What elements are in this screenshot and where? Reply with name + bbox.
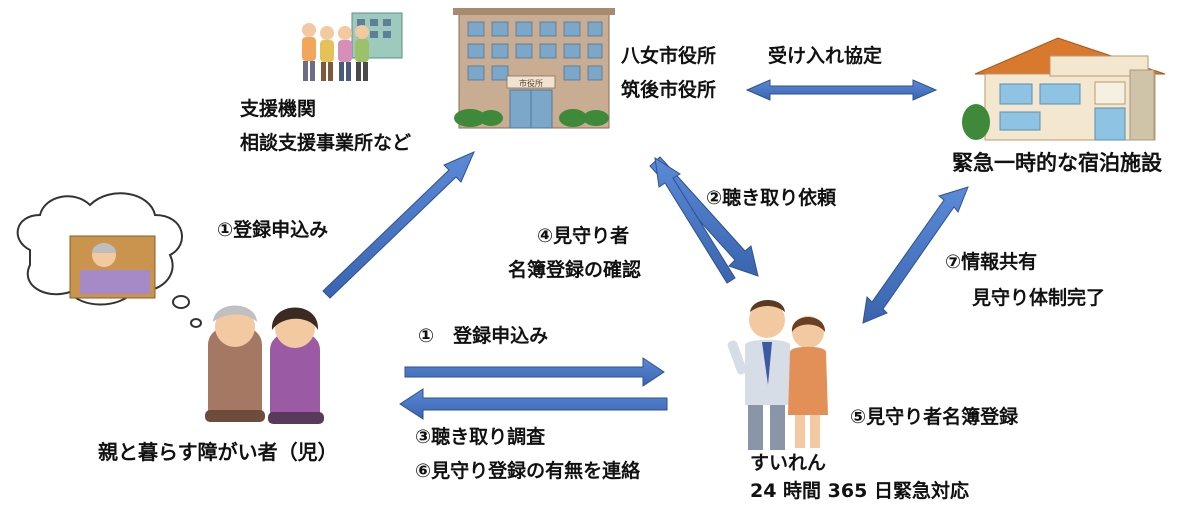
confirm-register-label-1: ④見守り者	[537, 225, 630, 247]
confirm-register-label-2: 名簿登録の確認	[508, 259, 642, 281]
suiren-staff-icon	[727, 300, 828, 450]
share-info-label-1: ⑦情報共有	[945, 251, 1038, 273]
arrow-cityhall-shelter	[745, 79, 938, 101]
support-org-label-1: 支援機関	[240, 98, 317, 120]
suiren-hours-label: 24 時間 365 日緊急対応	[750, 480, 969, 502]
arrow-shelter-suiren	[862, 186, 969, 324]
arrow-family-to-suiren	[404, 357, 665, 387]
city-hall-label-2: 筑後市役所	[621, 79, 717, 101]
share-info-label-2: 見守り体制完了	[972, 287, 1106, 309]
agreement-label: 受け入れ協定	[768, 45, 883, 67]
support-staff-group-icon	[302, 12, 403, 81]
thought-bubble-icon	[16, 192, 202, 328]
apply-to-suiren-label: ① 登録申込み	[418, 325, 549, 347]
city-hall-building-icon: 市役所	[453, 8, 615, 129]
apply-to-city-label: ①登録申込み	[217, 219, 329, 241]
support-org-label-2: 相談支援事業所など	[240, 132, 412, 154]
register-list-label: ⑤見守り者名簿登録	[850, 406, 1019, 428]
city-hall-sign: 市役所	[519, 78, 543, 88]
arrow-family-to-cityhall	[322, 151, 475, 299]
notify-result-label: ⑥見守り登録の有無を連絡	[415, 460, 641, 482]
arrow-suiren-to-cityhall	[654, 156, 736, 284]
arrow-suiren-to-family	[399, 388, 668, 420]
hearing-survey-label: ③聴き取り調査	[415, 426, 546, 448]
family-label: 親と暮らす障がい者（児）	[98, 440, 338, 464]
suiren-name-label: すいれん	[750, 452, 827, 474]
request-hearing-label: ②聴き取り依頼	[706, 187, 837, 209]
shelter-label: 緊急一時的な宿泊施設	[952, 151, 1162, 175]
family-persons-icon	[205, 305, 324, 424]
city-hall-label-1: 八女市役所	[621, 45, 717, 67]
shelter-house-icon	[962, 37, 1166, 141]
